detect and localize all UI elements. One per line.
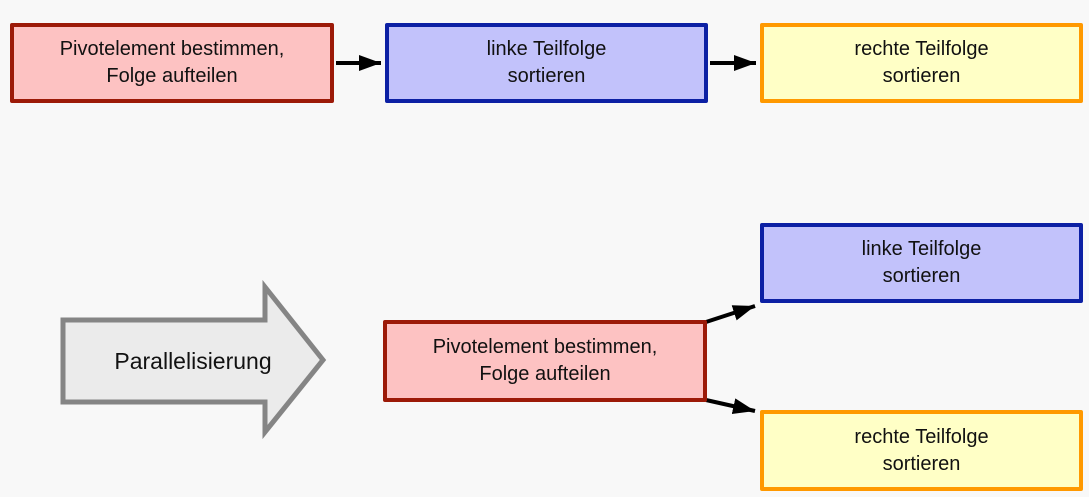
node-sequential-pivot: Pivotelement bestimmen, Folge aufteilen bbox=[10, 23, 334, 103]
node-sequential-left-sort: linke Teilfolge sortieren bbox=[385, 23, 708, 103]
node-parallel-pivot: Pivotelement bestimmen, Folge aufteilen bbox=[383, 320, 707, 402]
parallelization-label: Parallelisierung bbox=[114, 347, 272, 374]
node-sequential-right-sort: rechte Teilfolge sortieren bbox=[760, 23, 1083, 103]
node-parallel-right-sort: rechte Teilfolge sortieren bbox=[760, 410, 1083, 491]
arrow-par-pivot-to-left-icon bbox=[705, 304, 756, 324]
node-parallel-left-sort: linke Teilfolge sortieren bbox=[760, 223, 1083, 303]
arrow-par-pivot-to-right-icon bbox=[705, 398, 756, 414]
